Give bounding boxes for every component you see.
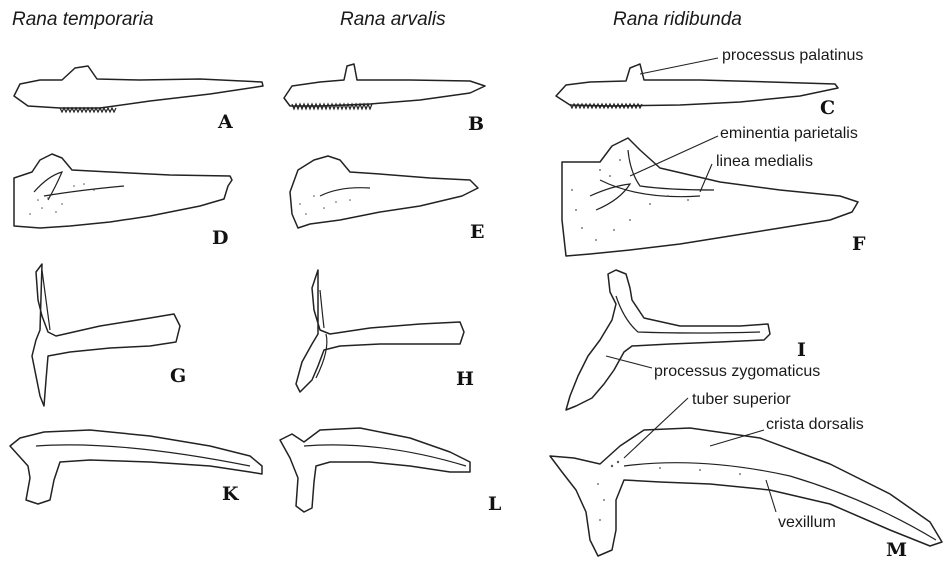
label-eminentia-parietalis: eminentia parietalis: [720, 125, 858, 142]
bone-L: [280, 428, 470, 512]
letter-I: I: [797, 339, 806, 361]
letter-K: K: [222, 483, 240, 505]
letter-M: M: [886, 539, 907, 561]
bone-C: [556, 64, 838, 108]
letter-D: D: [212, 227, 228, 249]
bone-M: [550, 428, 942, 556]
label-vexillum: vexillum: [778, 514, 836, 531]
label-processus-zygomaticus: processus zygomaticus: [654, 363, 820, 380]
letter-L: L: [488, 493, 501, 515]
letter-B: B: [468, 113, 484, 135]
letter-G: G: [170, 365, 186, 387]
letter-E: E: [470, 221, 484, 243]
species-header-temporaria: Rana temporaria: [12, 9, 154, 30]
species-header-arvalis: Rana arvalis: [340, 9, 446, 30]
bone-F: [562, 138, 858, 256]
label-tuber-superior: tuber superior: [692, 391, 791, 408]
bone-H: [296, 270, 464, 392]
bone-E: [290, 156, 478, 228]
label-crista-dorsalis: crista dorsalis: [766, 416, 864, 433]
letter-C: C: [820, 97, 835, 119]
bone-G: [32, 264, 180, 406]
label-linea-medialis: linea medialis: [716, 153, 813, 170]
letter-H: H: [456, 368, 474, 390]
letter-F: F: [852, 233, 866, 255]
bone-B: [284, 64, 485, 109]
bone-I: [566, 270, 770, 410]
bone-A: [14, 66, 263, 112]
bone-D: [14, 154, 232, 228]
label-processus-palatinus: processus palatinus: [722, 47, 863, 64]
species-header-ridibunda: Rana ridibunda: [613, 9, 742, 30]
leader-processus-palatinus: [640, 58, 718, 74]
letter-A: A: [217, 111, 233, 133]
